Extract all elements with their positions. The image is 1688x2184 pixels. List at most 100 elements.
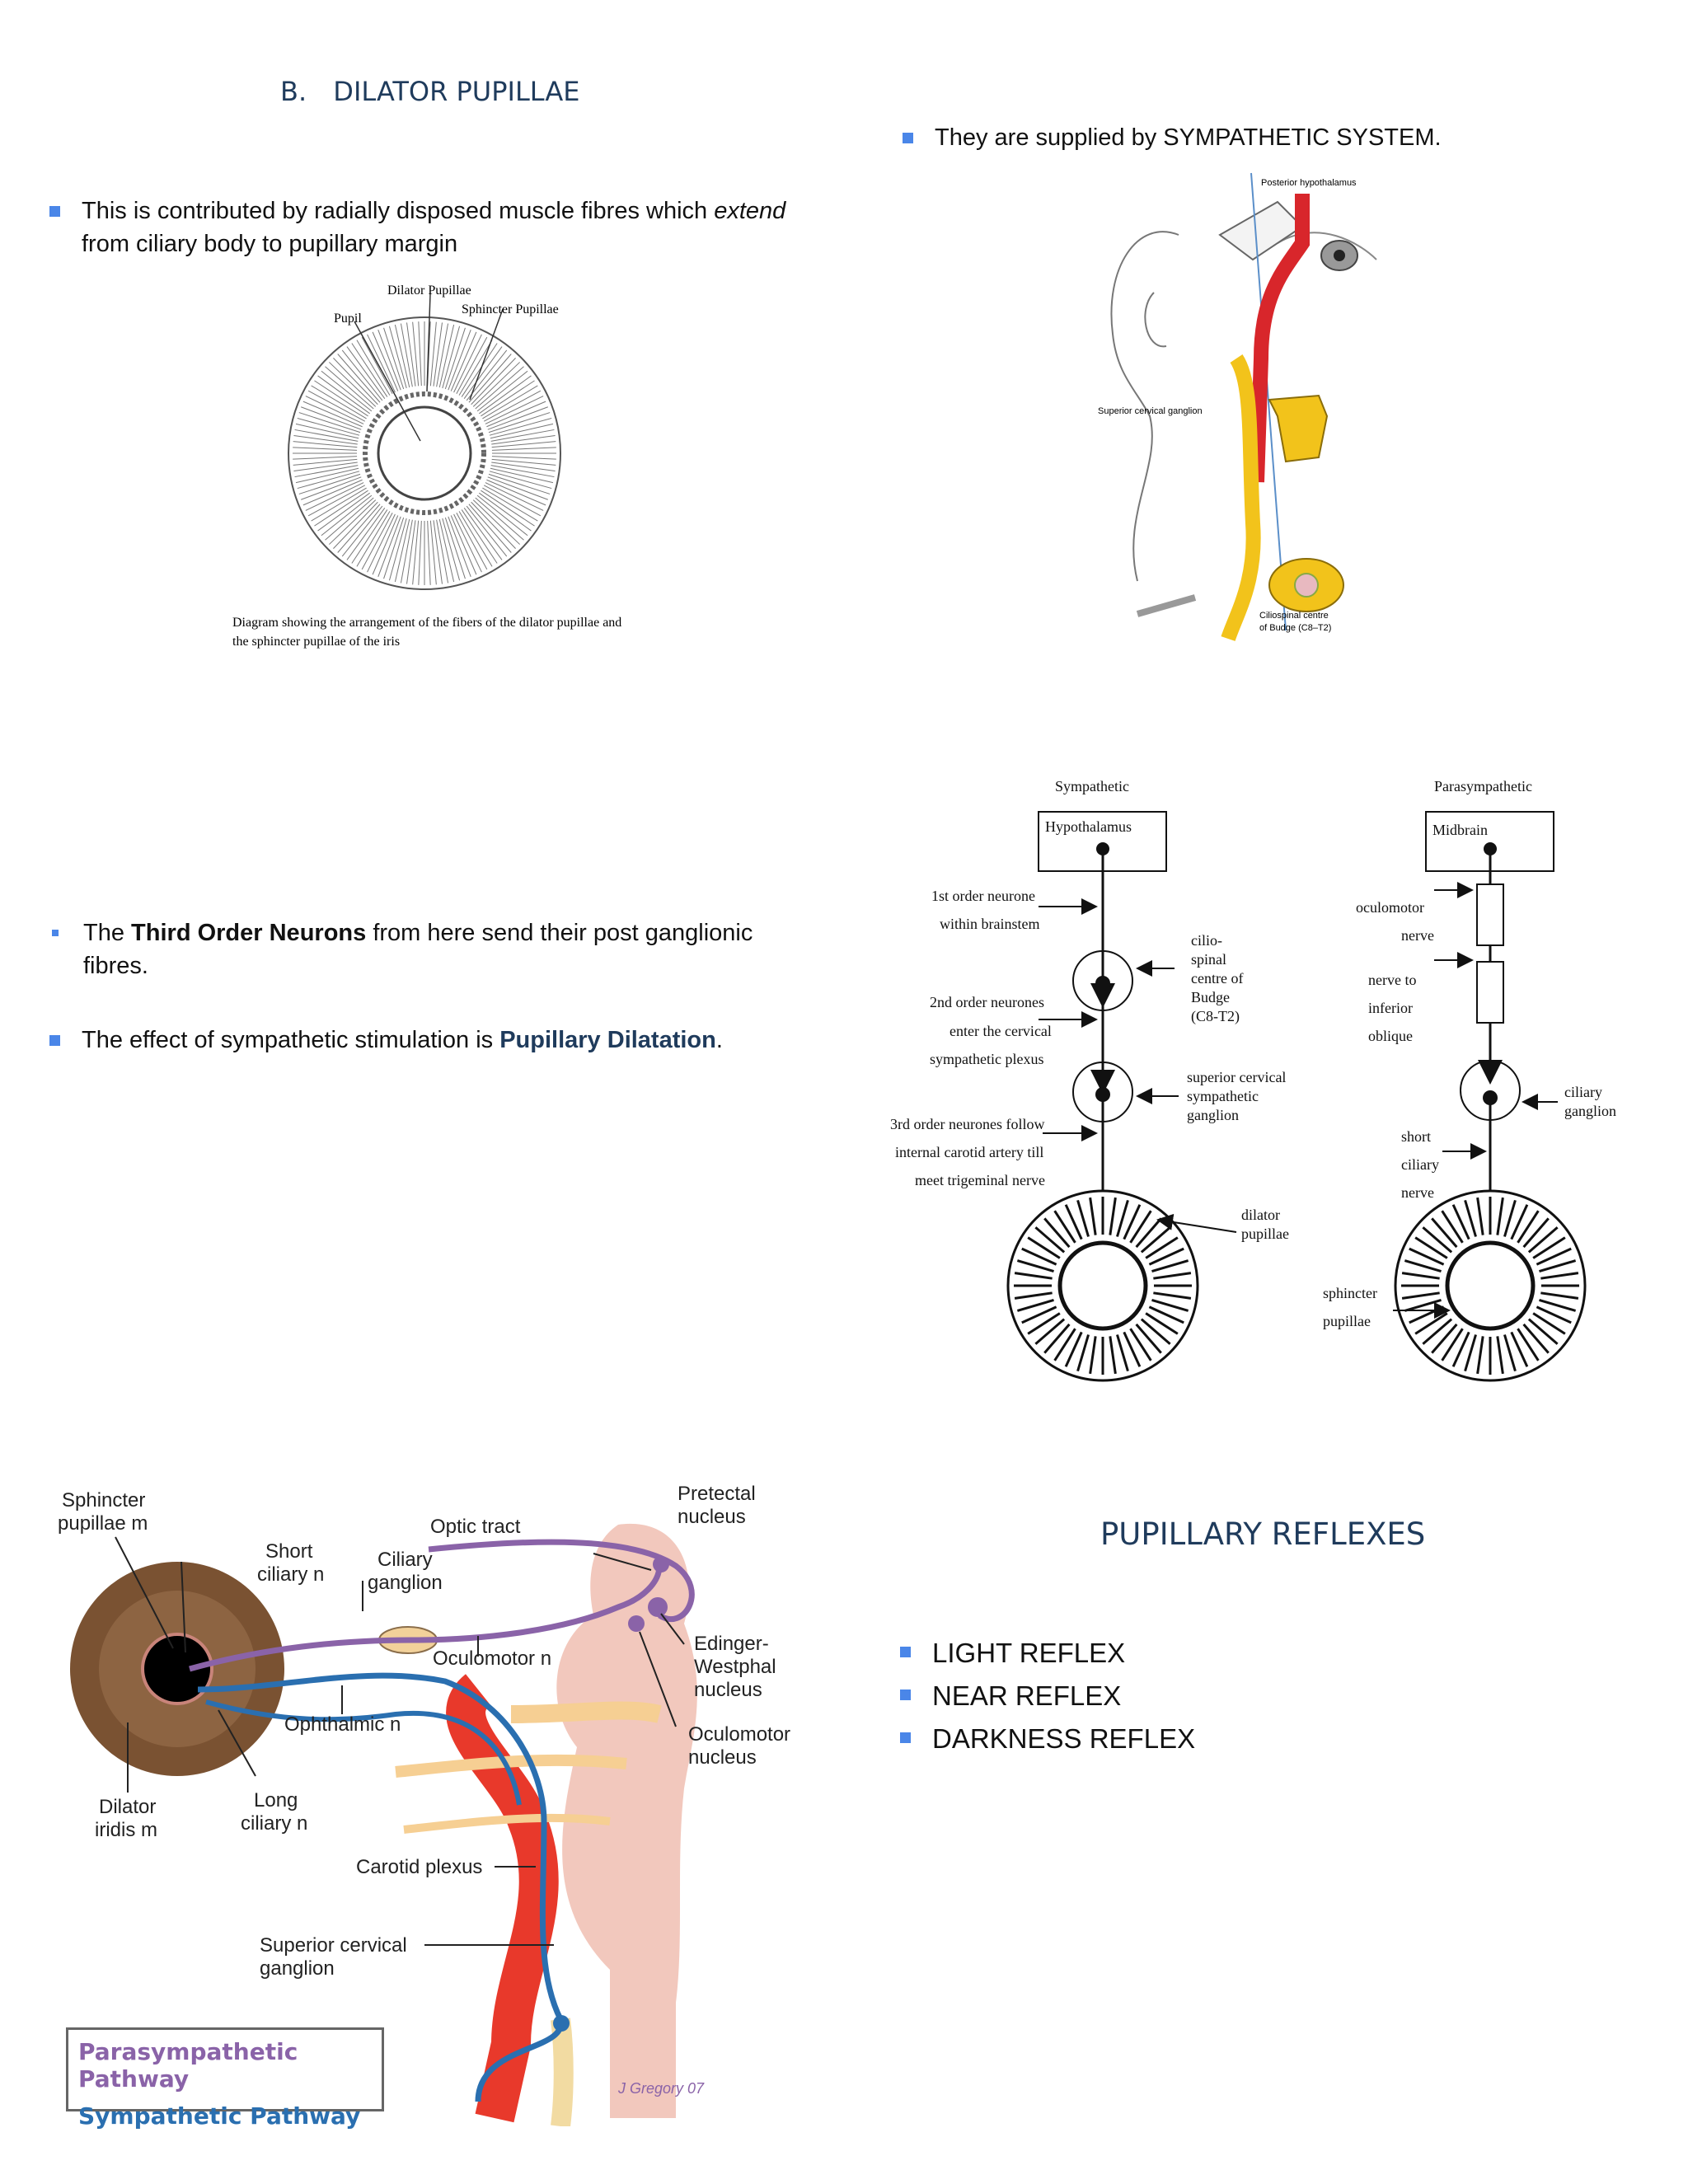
- bullet-text-pre: The effect of sympathetic stimulation is: [82, 1027, 494, 1053]
- fibre-stroke: [1527, 1226, 1559, 1254]
- pupil-leader-line: [354, 321, 421, 442]
- fibre-stroke: [490, 429, 555, 442]
- label-oculomotor-1: oculomotor: [1356, 899, 1424, 916]
- label-2nd-b: enter the cervical: [950, 1023, 1052, 1039]
- fibre-stroke: [297, 471, 360, 490]
- leader-pretectal: [593, 1553, 652, 1571]
- fibre-stroke: [491, 441, 556, 448]
- fibre-stroke: [1496, 1197, 1504, 1235]
- fibre-stroke: [394, 324, 410, 388]
- label-ciliary-ganglion-1: ciliary: [1564, 1084, 1602, 1100]
- fibre-stroke: [489, 471, 552, 490]
- fibre-stroke: [341, 505, 383, 557]
- label-ew-3: nucleus: [694, 1679, 762, 1701]
- fibre-stroke: [305, 396, 364, 424]
- fibre-stroke: [1414, 1236, 1448, 1259]
- label-sphincter-2: pupillae m: [58, 1512, 148, 1535]
- fibre-stroke: [367, 334, 396, 393]
- fibre-stroke: [481, 490, 535, 527]
- fibre-stroke: [1153, 1291, 1192, 1300]
- label-pupil: Pupil: [334, 312, 362, 326]
- ew-nucleus-dot: [648, 1597, 668, 1617]
- trigeminal-branch-1: [510, 1701, 662, 1723]
- arrow-dilator: [1156, 1213, 1237, 1233]
- bullet-text-emphasis: extend: [714, 198, 786, 224]
- fibre-stroke: [491, 435, 556, 445]
- fibre-stroke: [346, 346, 386, 399]
- label-ew-2: Westphal: [694, 1656, 776, 1678]
- fibre-stroke: [1043, 1217, 1071, 1249]
- list-item: NEAR REFLEX: [900, 1675, 1195, 1718]
- bullet-text-post: from ciliary body to pupillary margin: [82, 231, 458, 257]
- fibre-stroke: [1109, 1336, 1117, 1375]
- head-outline: [1110, 231, 1179, 582]
- spinal-cord-icon: [1294, 573, 1319, 598]
- fibre-stroke: [1510, 1331, 1529, 1367]
- fibre-stroke: [1151, 1259, 1189, 1272]
- fibre-stroke: [483, 390, 542, 422]
- fibre-stroke: [337, 504, 381, 553]
- fibre-stroke: [294, 429, 359, 442]
- bullet-text: This is contributed by radially disposed…: [82, 194, 785, 260]
- fibre-stroke: [1076, 1199, 1090, 1237]
- label-cilio-4: Budge: [1191, 989, 1230, 1005]
- fibre-stroke: [412, 321, 420, 387]
- fibre-stroke: [487, 476, 548, 500]
- fibre-stroke: [1076, 1334, 1090, 1372]
- bullet-text-bold: Third Order Neurons: [131, 920, 367, 946]
- fibre-stroke: [479, 492, 532, 532]
- parasympathetic-pathway: [189, 1565, 663, 1672]
- oculomotor-segment: [1476, 883, 1504, 946]
- leader-ew: [660, 1613, 685, 1645]
- fibre-stroke: [329, 362, 377, 407]
- fibre-stroke: [307, 390, 366, 422]
- fibre-stroke: [1129, 1328, 1152, 1361]
- label-long-2: ciliary n: [241, 1812, 307, 1835]
- fibre-stroke: [1135, 1323, 1162, 1354]
- label-long-1: Long: [254, 1789, 298, 1811]
- fibre-stroke: [1431, 1217, 1458, 1249]
- fibre-stroke: [317, 375, 370, 415]
- trigeminal-branch-2: [395, 1754, 627, 1778]
- fibre-stroke: [482, 487, 538, 522]
- fibre-stroke: [1123, 1204, 1142, 1240]
- fibre-stroke: [456, 336, 488, 395]
- label-cilio-2: spinal: [1191, 951, 1226, 968]
- fibre-stroke: [471, 358, 516, 405]
- bullet-square-icon: [903, 133, 913, 143]
- dilator-leader-line: [426, 293, 431, 392]
- fibre-stroke: [458, 511, 493, 567]
- bullet-text: They are supplied by SYMPATHETIC SYSTEM.: [935, 124, 1442, 151]
- fibre-stroke: [486, 401, 546, 428]
- bullet-text-period: .: [715, 1027, 723, 1053]
- fibre-stroke: [1522, 1217, 1550, 1249]
- fibre-stroke: [1053, 1210, 1076, 1244]
- fibre-stroke: [1404, 1259, 1442, 1272]
- label-io-1: nerve to: [1368, 972, 1416, 988]
- label-oculomotor-nucleus-2: nucleus: [688, 1746, 757, 1769]
- box-hypothalamus-label: Hypothalamus: [1045, 818, 1132, 835]
- label-dilator-1: dilator: [1241, 1207, 1280, 1223]
- fibre-stroke: [488, 412, 551, 434]
- inferior-oblique-segment: [1476, 961, 1504, 1024]
- reflex-near: NEAR REFLEX: [932, 1680, 1122, 1711]
- label-short-2: ciliary n: [257, 1563, 324, 1586]
- fibre-stroke: [1014, 1291, 1053, 1300]
- sphincter-ring: [363, 391, 486, 515]
- fibre-stroke: [406, 322, 416, 387]
- fibre-stroke: [476, 370, 528, 412]
- fibre-stroke: [337, 354, 381, 403]
- fibre-stroke: [356, 340, 391, 396]
- bullet-effect: The effect of sympathetic stimulation is…: [49, 1024, 791, 1057]
- label-dilator-2: pupillae: [1241, 1226, 1289, 1242]
- fibre-stroke: [1064, 1204, 1083, 1240]
- leader-short-ciliary: [181, 1561, 186, 1653]
- fibre-stroke: [468, 354, 512, 403]
- fibre-stroke: [1517, 1210, 1540, 1244]
- fibre-stroke: [490, 467, 554, 484]
- bullet-square-icon: [49, 206, 60, 217]
- label-sphincter-1: sphincter: [1323, 1285, 1377, 1301]
- fibre-stroke: [1422, 1226, 1453, 1254]
- fibre-stroke: [307, 485, 366, 517]
- fibre-stroke: [329, 499, 377, 545]
